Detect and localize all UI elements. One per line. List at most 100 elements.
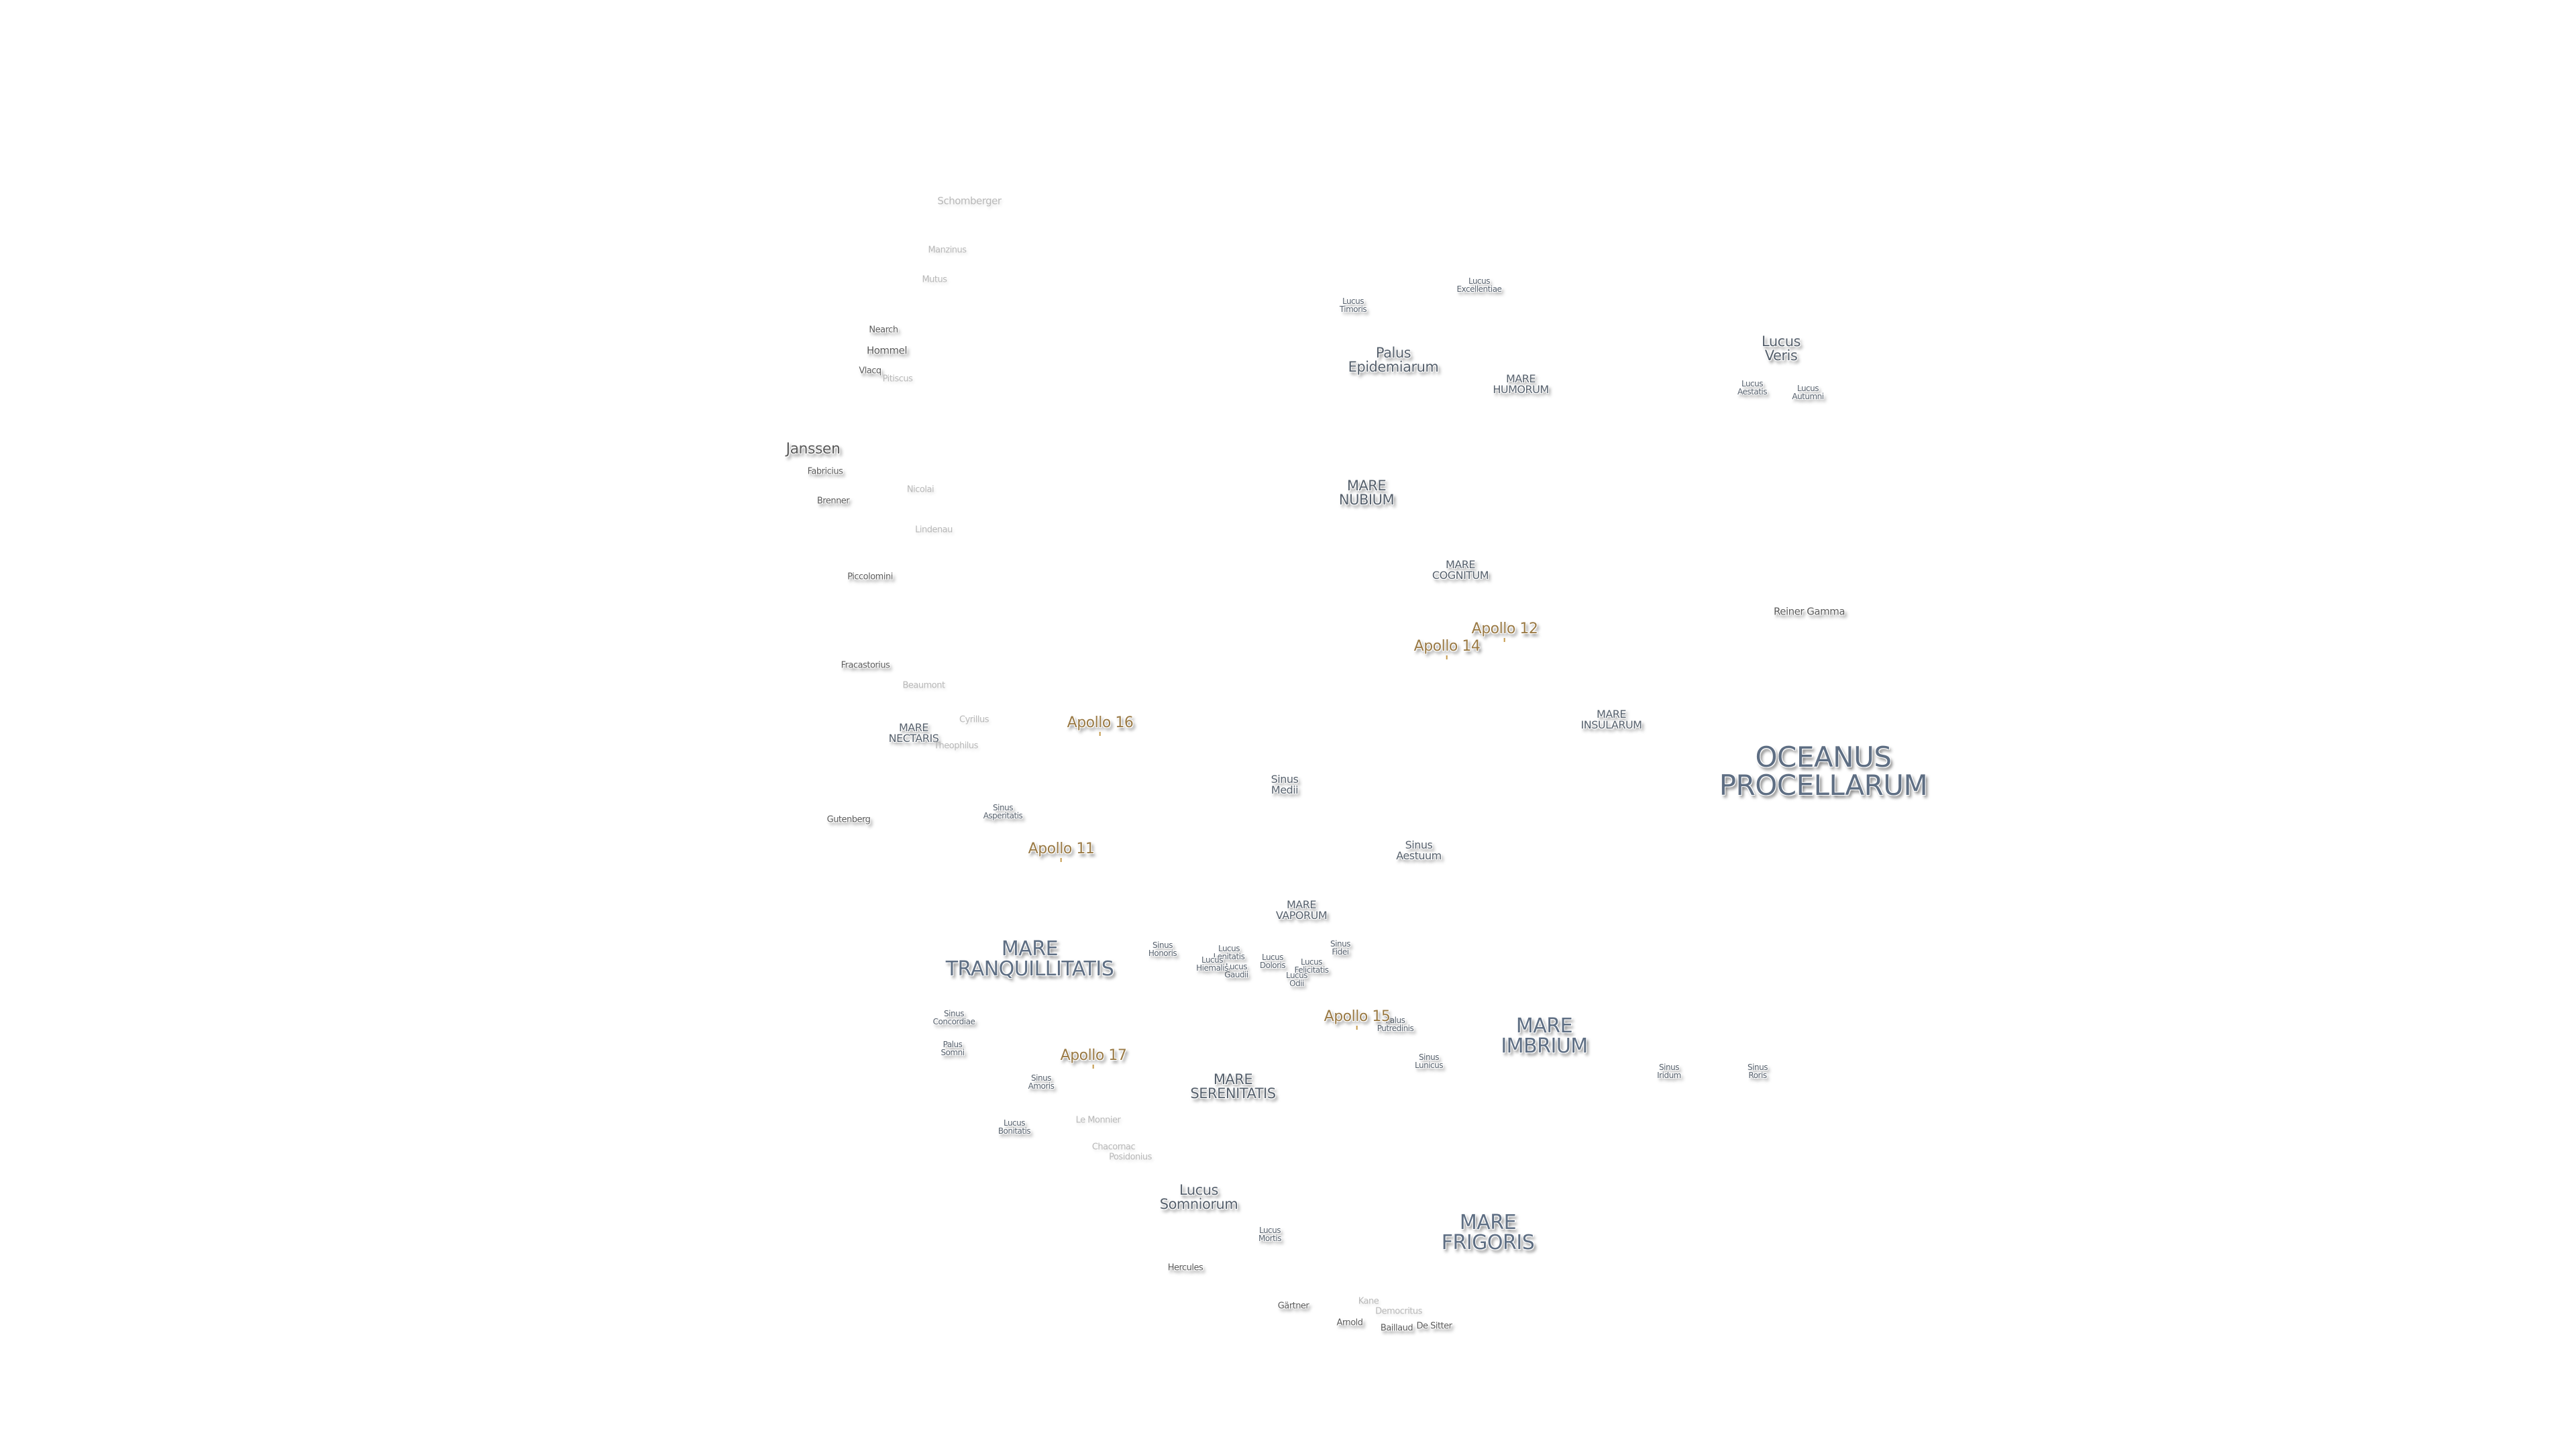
label-text: Lucus Excellentiae <box>1456 276 1502 294</box>
label-mare-frigoris: MARE FRIGORIS <box>1442 1213 1535 1253</box>
label-lacus-gaudii: Lucus Gaudii <box>1224 963 1248 979</box>
label-text: Apollo 16 <box>1067 714 1134 731</box>
label-text: Lucus Doloris <box>1259 953 1286 970</box>
label-text: MARE INSULARUM <box>1580 708 1642 731</box>
label-text: Janssen <box>786 441 841 458</box>
label-palus-somni: Palus Somni <box>941 1040 965 1057</box>
label-text: OCEANUS PROCELLARUM <box>1719 741 1928 802</box>
label-text: Sinus Lunicus <box>1415 1053 1443 1070</box>
label-text: MARE TRANQUILLITATIS <box>945 937 1114 981</box>
label-vlacq: Vlacq <box>859 367 881 376</box>
label-text: Mutus <box>922 274 947 285</box>
label-text: Sinus Medii <box>1271 773 1299 796</box>
label-text: Lucus Lenitatis <box>1213 944 1245 961</box>
label-lacus-somniorum: Lucus Somniorum <box>1160 1183 1238 1212</box>
label-text: Posidonius <box>1109 1152 1152 1163</box>
label-janssen: Janssen <box>786 442 841 457</box>
label-mare-serenitatis: MARE SERENITATIS <box>1190 1071 1276 1102</box>
label-hercules: Hercules <box>1168 1264 1203 1273</box>
landing-site-marker <box>1099 732 1101 736</box>
label-text: MARE SERENITATIS <box>1190 1071 1276 1102</box>
label-text: MARE HUMORUM <box>1493 372 1549 396</box>
label-text: MARE IMBRIUM <box>1501 1014 1588 1058</box>
label-kane: Kane <box>1358 1297 1379 1306</box>
label-fracastorius: Fracastorius <box>841 661 890 670</box>
label-text: Fracastorius <box>841 660 890 671</box>
label-text: Lucus Somniorum <box>1159 1182 1238 1212</box>
label-mare-tranquillitatis: MARE TRANQUILLITATIS <box>946 939 1114 979</box>
landing-site-marker <box>1446 655 1448 659</box>
label-nearch: Nearch <box>869 326 898 335</box>
label-text: Apollo 14 <box>1413 638 1481 655</box>
label-palus-epidemiarum: Palus Epidemiarum <box>1348 346 1439 374</box>
label-sinus-iridum: Sinus Iridum <box>1657 1063 1681 1079</box>
label-text: MARE NECTARIS <box>888 721 939 745</box>
landing-site-marker <box>1061 858 1062 862</box>
label-beaumont: Beaumont <box>902 682 945 690</box>
label-text: Lucus Odii <box>1285 971 1308 988</box>
label-text: Sinus Fidei <box>1330 939 1350 957</box>
label-text: Brenner <box>816 496 850 506</box>
label-text: Beaumont <box>902 680 945 691</box>
label-sinus-honoris: Sinus Honoris <box>1148 941 1177 957</box>
label-text: Nearch <box>869 325 898 335</box>
label-text: Palus Epidemiarum <box>1348 345 1439 375</box>
label-apollo-15: Apollo 15 <box>1324 1010 1391 1030</box>
label-lacus-timoris: Lucus Timoris <box>1340 297 1367 313</box>
label-text: Fabricius <box>807 466 843 477</box>
label-lacus-felicitatis: Lucus Felicitatis <box>1294 957 1329 975</box>
label-palus-putredinis: Palus Putredinis <box>1377 1016 1414 1032</box>
label-lacus-aestatis: Lucus Aestatis <box>1737 380 1767 396</box>
label-sinus-lunicus: Sinus Lunicus <box>1415 1053 1443 1069</box>
label-text: Kane <box>1358 1296 1379 1307</box>
label-text: Hommel <box>866 344 908 357</box>
label-text: Lucus Hiemalis <box>1196 955 1228 973</box>
label-text: Vlacq <box>859 366 881 376</box>
label-text: Lucus Mortis <box>1258 1226 1281 1243</box>
label-lacus-lenitatis: Lucus Lenitatis <box>1214 945 1245 961</box>
label-text: Sinus Asperitatis <box>983 803 1023 820</box>
label-text: Arnold <box>1336 1318 1363 1328</box>
label-text: Theophilus <box>934 741 978 751</box>
label-chacornac: Chacornac <box>1091 1142 1136 1152</box>
label-text: Hercules <box>1167 1263 1203 1273</box>
label-text: Sinus Iridum <box>1657 1063 1681 1080</box>
label-lacus-doloris: Lucus Doloris <box>1259 953 1286 970</box>
label-fabricius: Fabricius <box>808 468 843 476</box>
label-theophilus: Theophilus <box>934 742 978 751</box>
label-text: Apollo 17 <box>1060 1047 1127 1064</box>
label-text: Manzinus <box>928 245 967 256</box>
label-text: Lucus Veris <box>1762 333 1801 364</box>
label-lacus-autumni: Lucus Autumni <box>1792 384 1824 401</box>
label-lacus-veris: Lucus Veris <box>1762 335 1801 363</box>
label-text: Apollo 11 <box>1028 841 1095 857</box>
label-text: Lucus Felicitatis <box>1294 957 1329 975</box>
label-text: Palus Somni <box>941 1040 965 1057</box>
label-text: Chacornac <box>1091 1142 1136 1152</box>
label-mare-humorum: MARE HUMORUM <box>1493 372 1549 396</box>
label-mutus: Mutus <box>922 276 947 284</box>
label-manzinus: Manzinus <box>928 245 967 256</box>
label-nicolai: Nicolai <box>907 486 934 494</box>
label-text: Sinus Roris <box>1748 1063 1768 1080</box>
label-text: Lucus Autumni <box>1792 384 1824 401</box>
label-mare-nubium: MARE NUBIUM <box>1339 479 1395 507</box>
label-text: MARE FRIGORIS <box>1441 1211 1535 1254</box>
label-mare-imbrium: MARE IMBRIUM <box>1501 1014 1588 1058</box>
label-sinus-roris: Sinus Roris <box>1748 1063 1768 1079</box>
landing-site-marker <box>1504 638 1505 642</box>
label-sinus-aestuum: Sinus Aestuum <box>1396 840 1442 861</box>
label-cyrillus: Cyrillus <box>959 716 989 724</box>
label-mare-cognitum: MARE COGNITUM <box>1432 559 1489 581</box>
label-apollo-14: Apollo 14 <box>1414 639 1481 659</box>
label-lacus-mortis: Lucus Mortis <box>1258 1226 1281 1242</box>
label-posidonius: Posidonius <box>1109 1153 1152 1162</box>
label-text: MARE VAPORUM <box>1275 898 1328 922</box>
label-reiner-gamma: Reiner Gamma <box>1774 606 1845 617</box>
label-text: Baillaud <box>1380 1323 1413 1334</box>
label-sinus-fidei: Sinus Fidei <box>1330 940 1350 956</box>
label-text: Democritus <box>1375 1306 1422 1317</box>
label-text: Piccolomini <box>847 572 893 582</box>
label-lacus-bonitatis: Lucus Bonitatis <box>998 1119 1031 1135</box>
